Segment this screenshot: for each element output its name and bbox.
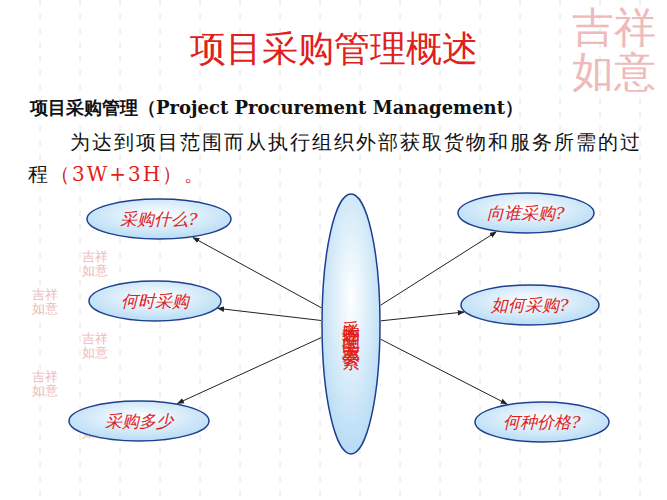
center-ellipse: 采购管理的六大要素 [321,193,381,455]
center-label: 采购管理的六大要素 [321,193,381,455]
definition-paragraph: 为达到项目范围而从执行组织外部获取货物和服务所需的过程（3W+3H）。 [28,126,646,190]
arrow-connector [178,338,322,404]
element-ellipse: 何时采购 [88,280,222,322]
definition-heading: 项目采购管理（Project Procurement Management） [30,96,650,120]
slide-title: 项目采购管理概述 [0,26,667,72]
arrow-connector [381,312,464,321]
element-label: 采购多少 [68,400,210,442]
arrow-connector [381,339,507,404]
element-ellipse: 何种价格? [474,401,610,443]
element-ellipse: 如何采购? [460,284,600,326]
element-label: 如何采购? [460,284,600,326]
watermark-seal: 吉祥如意 [30,370,60,397]
element-label: 何种价格? [474,401,610,443]
watermark-seal: 吉祥如意 [566,6,662,94]
watermark-seal: 吉祥如意 [30,288,60,315]
arrow-connector [193,238,321,308]
watermark-seal: 吉祥如意 [80,250,110,277]
element-label: 向谁采购? [457,192,595,234]
element-ellipse: 采购多少 [68,400,210,442]
element-ellipse: 向谁采购? [457,192,595,234]
element-label: 采购什么? [86,198,232,240]
element-ellipse: 采购什么? [86,198,232,240]
watermark-seal: 吉祥如意 [80,332,110,359]
arrow-connector [381,232,496,305]
arrow-connector [218,308,321,320]
element-label: 何时采购 [88,280,222,322]
formula-note: （3W+3H）。 [50,162,206,186]
